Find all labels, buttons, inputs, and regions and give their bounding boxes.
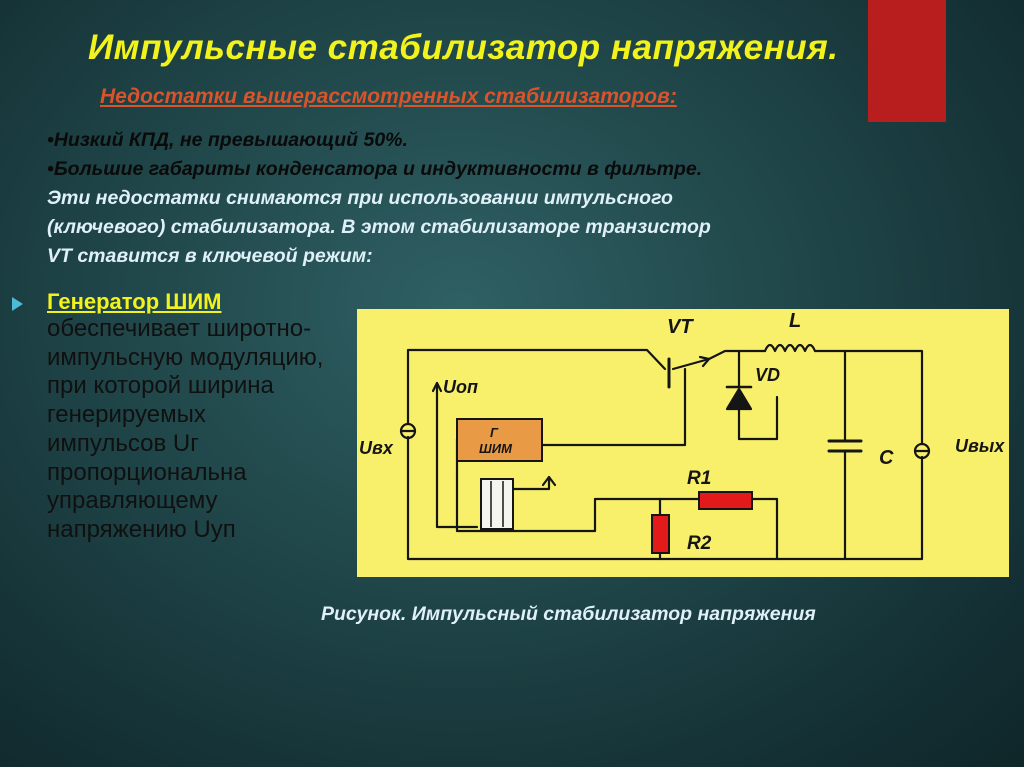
explanation-line-1: Эти недостатки снимаются при использован… (47, 187, 673, 209)
pwm-description: обеспечивает широтно-импульсную модуляци… (47, 315, 324, 543)
bullet-efficiency: •Низкий КПД, не превышающий 50%. (47, 129, 408, 151)
pwm-generator-box (456, 418, 543, 462)
label-pwm-g: Г (490, 425, 499, 440)
label-vt: VT (667, 316, 694, 338)
wire-bottom (406, 435, 924, 561)
accent-bar (868, 0, 946, 122)
wire-reference (435, 381, 479, 529)
slide-title: Импульсные стабилизатор напряжения. (88, 28, 839, 67)
wire-comparator (510, 475, 551, 491)
wire-output-top (813, 349, 924, 446)
resistor-r2 (651, 514, 670, 554)
bullet-dimensions: •Большие габариты конденсатора и индукти… (47, 158, 703, 180)
label-reference: Uоп (443, 377, 478, 397)
explanation-line-2: (ключевого) стабилизатора. В этом стабил… (47, 216, 711, 238)
slide-subtitle: Недостатки вышерассмотренных стабилизато… (100, 85, 677, 108)
circuit-svg: VT L VD C R1 R2 Uвх Uвых Uоп Г ШИМ (359, 310, 1005, 561)
pwm-description-block: Генератор ШИМ обеспечивает широтно-импул… (47, 288, 327, 545)
label-r2: R2 (687, 533, 712, 554)
wire-feedback-mid (737, 395, 779, 441)
diode-triangle (725, 387, 753, 411)
explanation-line-3: VT ставится в ключевой режим: (47, 245, 373, 267)
bullet-arrow-icon (12, 297, 23, 311)
wire-transistor-base (540, 367, 687, 447)
wire-to-inductor (707, 349, 767, 361)
resistor-r1 (698, 491, 753, 510)
pwm-heading: Генератор ШИМ (47, 289, 222, 314)
intro-text: •Низкий КПД, не превышающий 50%. •Больши… (47, 126, 927, 271)
circuit-diagram: VT L VD C R1 R2 Uвх Uвых Uоп Г ШИМ (357, 309, 1009, 577)
transistor-emitter (671, 357, 711, 371)
label-c: C (879, 447, 894, 469)
figure-caption: Рисунок. Импульсный стабилизатор напряже… (321, 603, 816, 625)
label-l: L (789, 310, 801, 332)
comparator-box (480, 478, 514, 530)
label-pwm-shim: ШИМ (479, 441, 513, 456)
inductor-coil (763, 343, 817, 353)
label-input: Uвх (359, 438, 394, 458)
reference-arrow-icon (431, 381, 443, 393)
label-r1: R1 (687, 468, 711, 489)
wire-r1-left (455, 475, 701, 533)
label-output: Uвых (955, 436, 1005, 456)
wire-top-left (406, 348, 667, 426)
label-vd: VD (755, 365, 780, 385)
comparator-arrow-icon (541, 475, 557, 487)
